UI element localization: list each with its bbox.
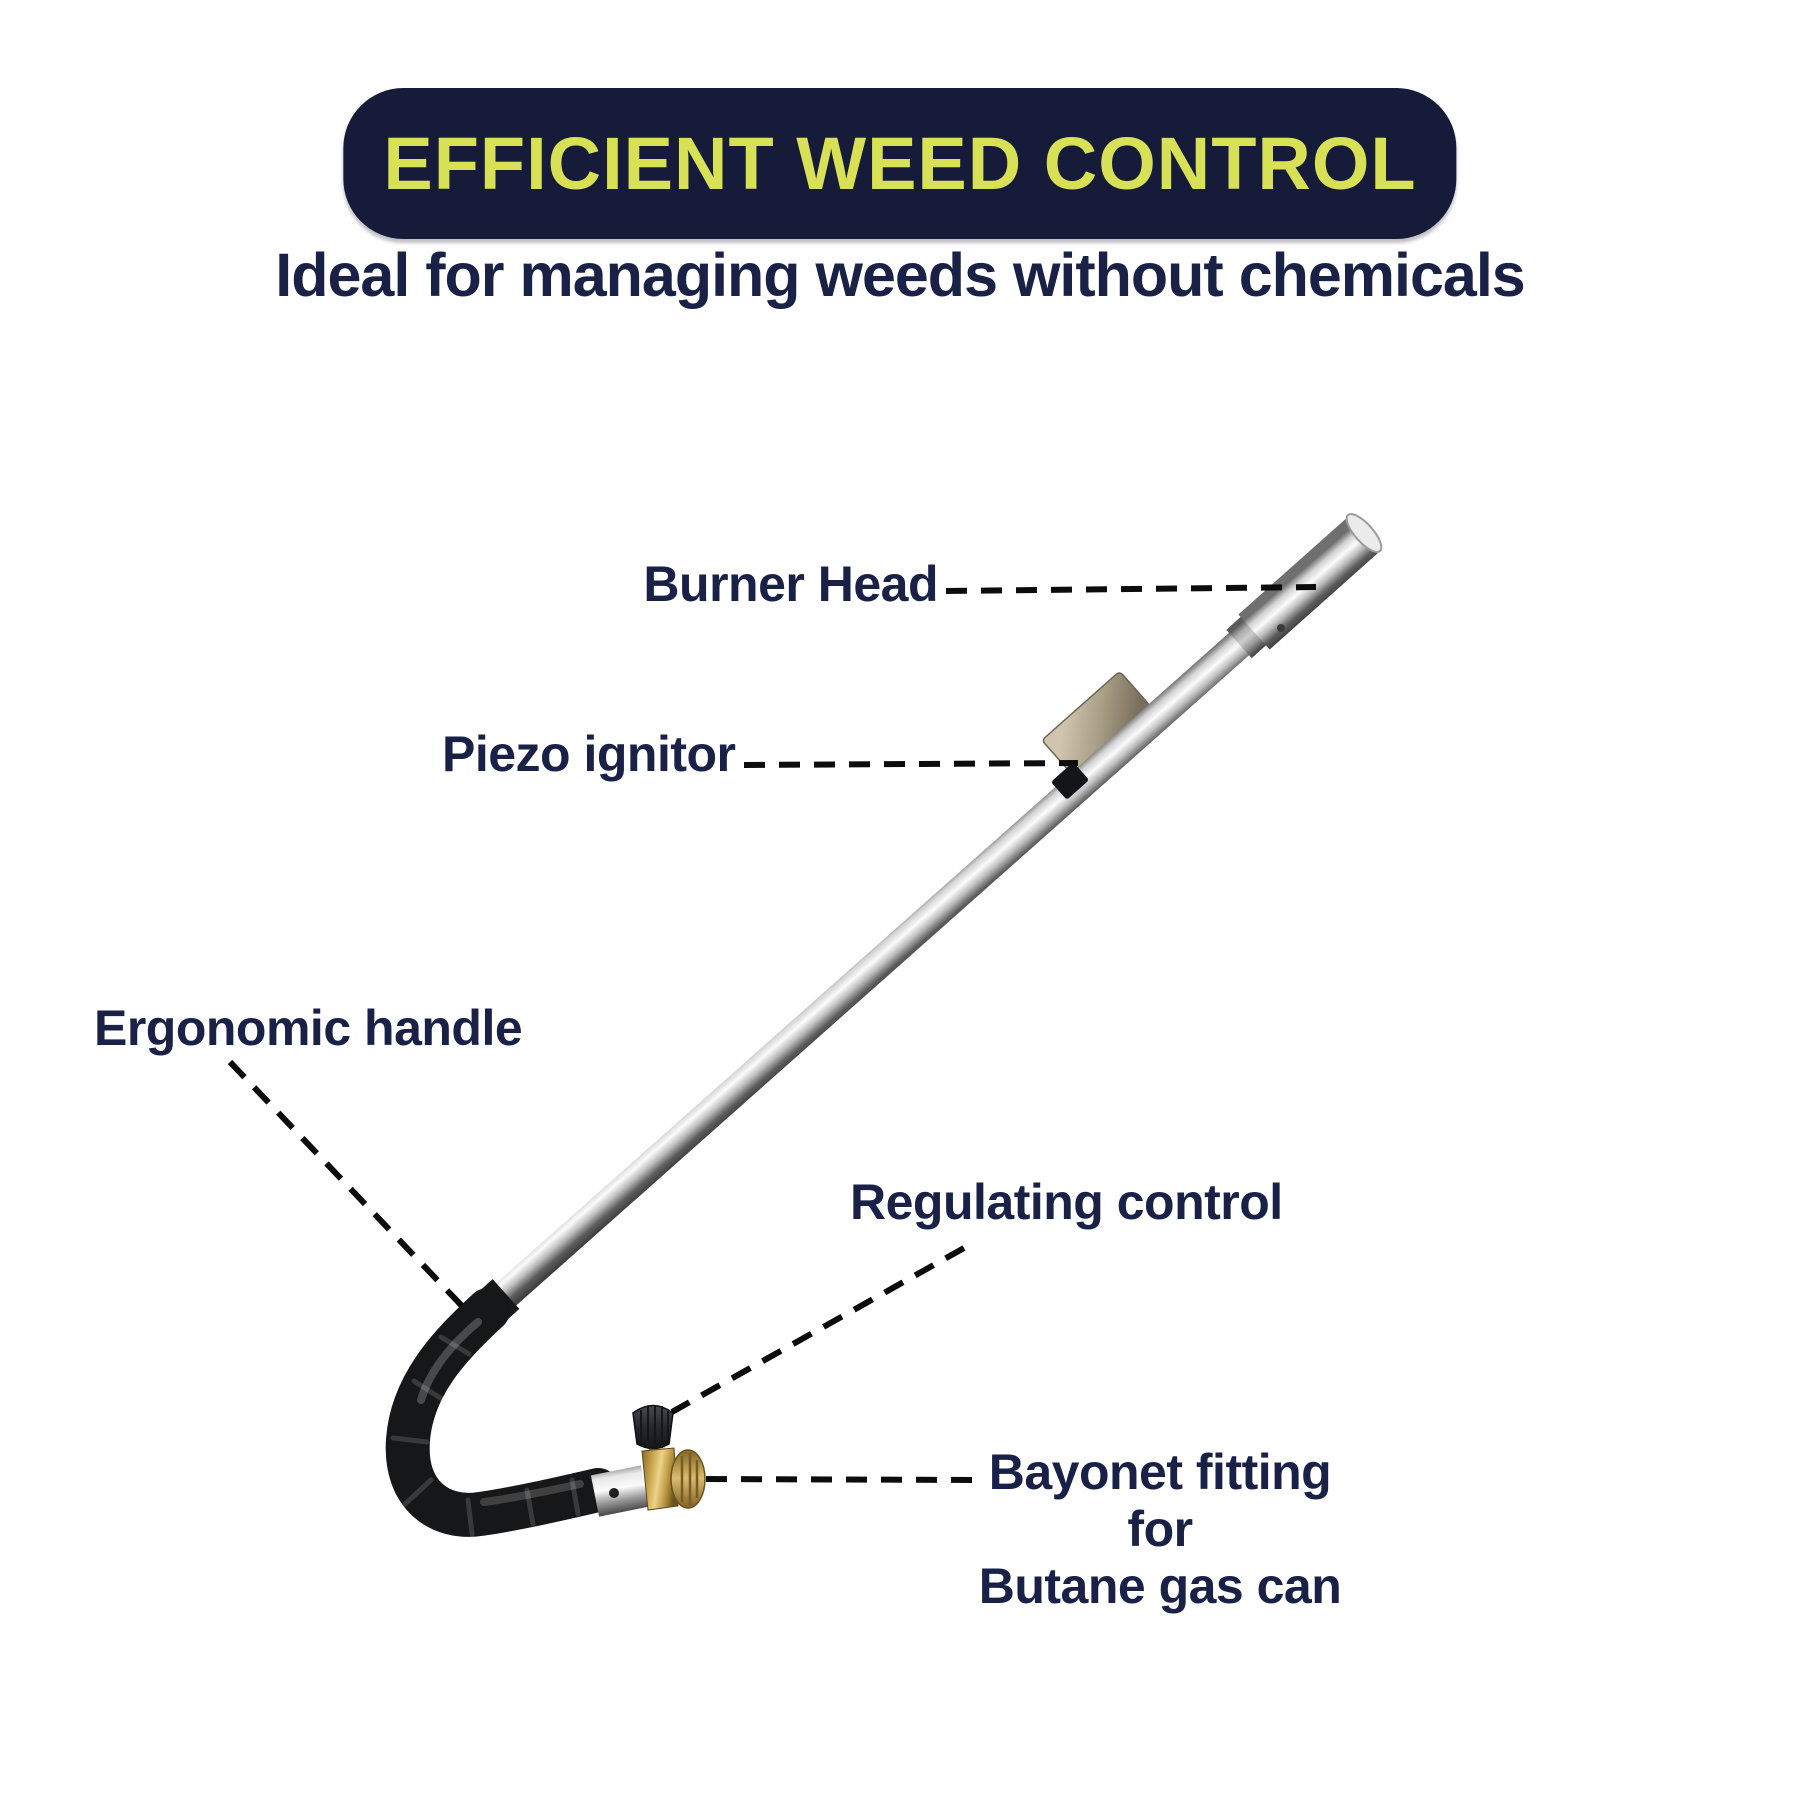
leader-line-piezo-ignitor [743,760,1079,768]
burner-head-part [1238,513,1383,650]
subtitle: Ideal for managing weeds without chemica… [275,241,1525,309]
valve-body [641,1447,679,1511]
regulating-knob-part [632,1404,674,1450]
label-bayonet-fitting-line2: Butane gas can [978,1558,1342,1614]
ferrule [590,1465,650,1517]
title-badge-label: EFFICIENT WEED CONTROL [383,122,1417,205]
leader-line-burner-head [945,584,1317,594]
label-piezo-ignitor: Piezo ignitor [442,726,736,782]
leader-line-ergonomic-handle [227,1059,465,1309]
bayonet-fitting-part [670,1449,706,1509]
title-badge: EFFICIENT WEED CONTROL [343,88,1457,239]
ergonomic-handle-part [385,1288,620,1537]
valve-assembly [590,1404,706,1517]
label-bayonet-fitting: Bayonet fitting for Butane gas can [950,1444,1370,1615]
leader-line-bayonet-fitting [705,1476,985,1483]
label-burner-head: Burner Head [643,556,938,612]
leader-line-regulating-control [670,1245,966,1415]
piezo-button [1052,763,1088,799]
label-ergonomic-handle: Ergonomic handle [94,1000,523,1056]
torch-photo [385,513,1383,1537]
label-bayonet-fitting-line1: Bayonet fitting for [988,1444,1332,1557]
label-regulating-control: Regulating control [850,1174,1283,1230]
